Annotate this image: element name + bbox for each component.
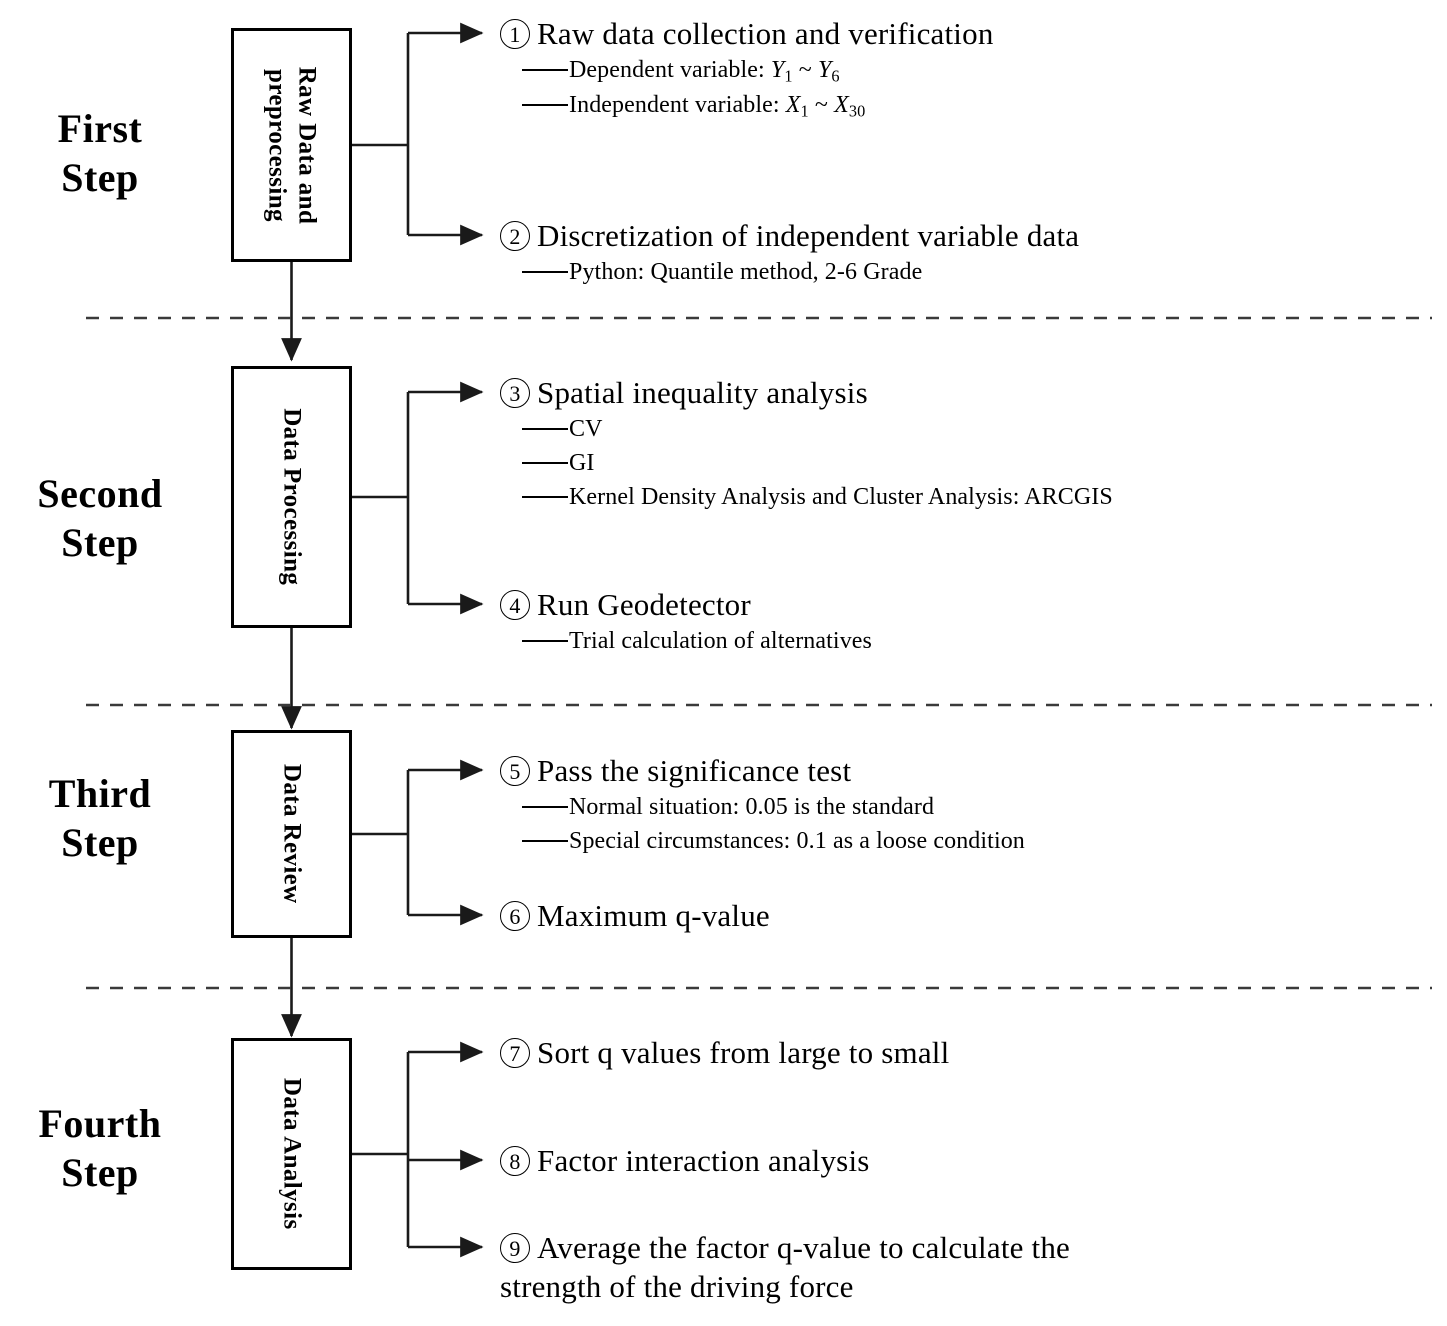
flow-item-detail-text: Kernel Density Analysis and Cluster Anal… xyxy=(569,484,1113,511)
flow-item-title-text: Pass the significance test xyxy=(537,753,852,788)
flow-item-title-text: Average the factor q-value to calculate … xyxy=(500,1230,1071,1305)
circled-number-icon: 8 xyxy=(500,1146,530,1176)
stage-box-label-data-analysis: Data Analysis xyxy=(278,1078,306,1230)
flow-item-detail: CV xyxy=(500,412,1113,446)
flow-item-detail: GI xyxy=(500,446,1113,480)
flow-item-title-text: Spatial inequality analysis xyxy=(537,375,868,410)
circled-number-icon: 4 xyxy=(500,590,530,620)
detail-dash-icon xyxy=(522,103,568,106)
detail-dash-icon xyxy=(522,840,568,843)
step-label-fourth: Fourth Step xyxy=(38,1101,162,1195)
circled-number-icon: 9 xyxy=(500,1233,530,1263)
circled-number-icon: 6 xyxy=(500,901,530,931)
flow-item-detail-text: Independent variable: X1 ~ X30 xyxy=(569,91,866,121)
stage-box-label-raw-data: Raw Data and preprocessing xyxy=(263,66,321,224)
step-label-third: Third Step xyxy=(48,771,152,865)
flow-item-title-text: Run Geodetector xyxy=(537,587,751,622)
flow-item-detail-text: Special circumstances: 0.1 as a loose co… xyxy=(569,828,1025,855)
step-label-first: First Step xyxy=(57,106,143,200)
flow-item-detail: Kernel Density Analysis and Cluster Anal… xyxy=(500,480,1113,514)
detail-dash-icon xyxy=(522,806,568,809)
detail-dash-icon xyxy=(522,271,568,274)
step-label-second: Second Step xyxy=(37,471,163,565)
flow-item-detail: Special circumstances: 0.1 as a loose co… xyxy=(500,824,1025,858)
flow-item-detail: Normal situation: 0.05 is the standard xyxy=(500,790,1025,824)
detail-dash-icon xyxy=(522,69,568,72)
flow-item-detail-text: CV xyxy=(569,416,603,443)
stage-box-data-review[interactable]: Data Review xyxy=(231,730,352,938)
stage-box-data-analysis[interactable]: Data Analysis xyxy=(231,1038,352,1270)
flow-item-title-text: Factor interaction analysis xyxy=(537,1143,870,1178)
detail-dash-icon xyxy=(522,428,568,431)
flow-item-title-text: Sort q values from large to small xyxy=(537,1035,950,1070)
flow-item-title-text: Raw data collection and verification xyxy=(537,16,994,51)
circled-number-icon: 5 xyxy=(500,756,530,786)
flow-item-detail-text: GI xyxy=(569,450,595,477)
stage-box-data-processing[interactable]: Data Processing xyxy=(231,366,352,628)
flow-item-title-text: Maximum q-value xyxy=(537,898,770,933)
flow-item-detail-text: Dependent variable: Y1 ~ Y6 xyxy=(569,57,840,86)
flow-item-detail: Python: Quantile method, 2-6 Grade xyxy=(500,255,1079,289)
circled-number-icon: 3 xyxy=(500,378,530,408)
circled-number-icon: 7 xyxy=(500,1038,530,1068)
flow-item-detail: Dependent variable: Y1 ~ Y6 xyxy=(500,53,994,88)
flow-item-detail: Independent variable: X1 ~ X30 xyxy=(500,88,994,123)
flow-item-detail-text: Python: Quantile method, 2-6 Grade xyxy=(569,259,923,286)
stage-box-label-data-processing: Data Processing xyxy=(278,408,306,586)
stage-box-label-data-review: Data Review xyxy=(278,764,306,904)
flow-item-detail-text: Trial calculation of alternatives xyxy=(569,628,872,655)
detail-dash-icon xyxy=(522,462,568,465)
circled-number-icon: 2 xyxy=(500,221,530,251)
flow-item-detail-text: Normal situation: 0.05 is the standard xyxy=(569,794,935,821)
circled-number-icon: 1 xyxy=(500,19,530,49)
flow-item-title-text: Discretization of independent variable d… xyxy=(537,218,1080,253)
flow-item-detail: Trial calculation of alternatives xyxy=(500,624,872,658)
detail-dash-icon xyxy=(522,496,568,499)
stage-box-raw-data[interactable]: Raw Data and preprocessing xyxy=(231,28,352,262)
detail-dash-icon xyxy=(522,640,568,643)
